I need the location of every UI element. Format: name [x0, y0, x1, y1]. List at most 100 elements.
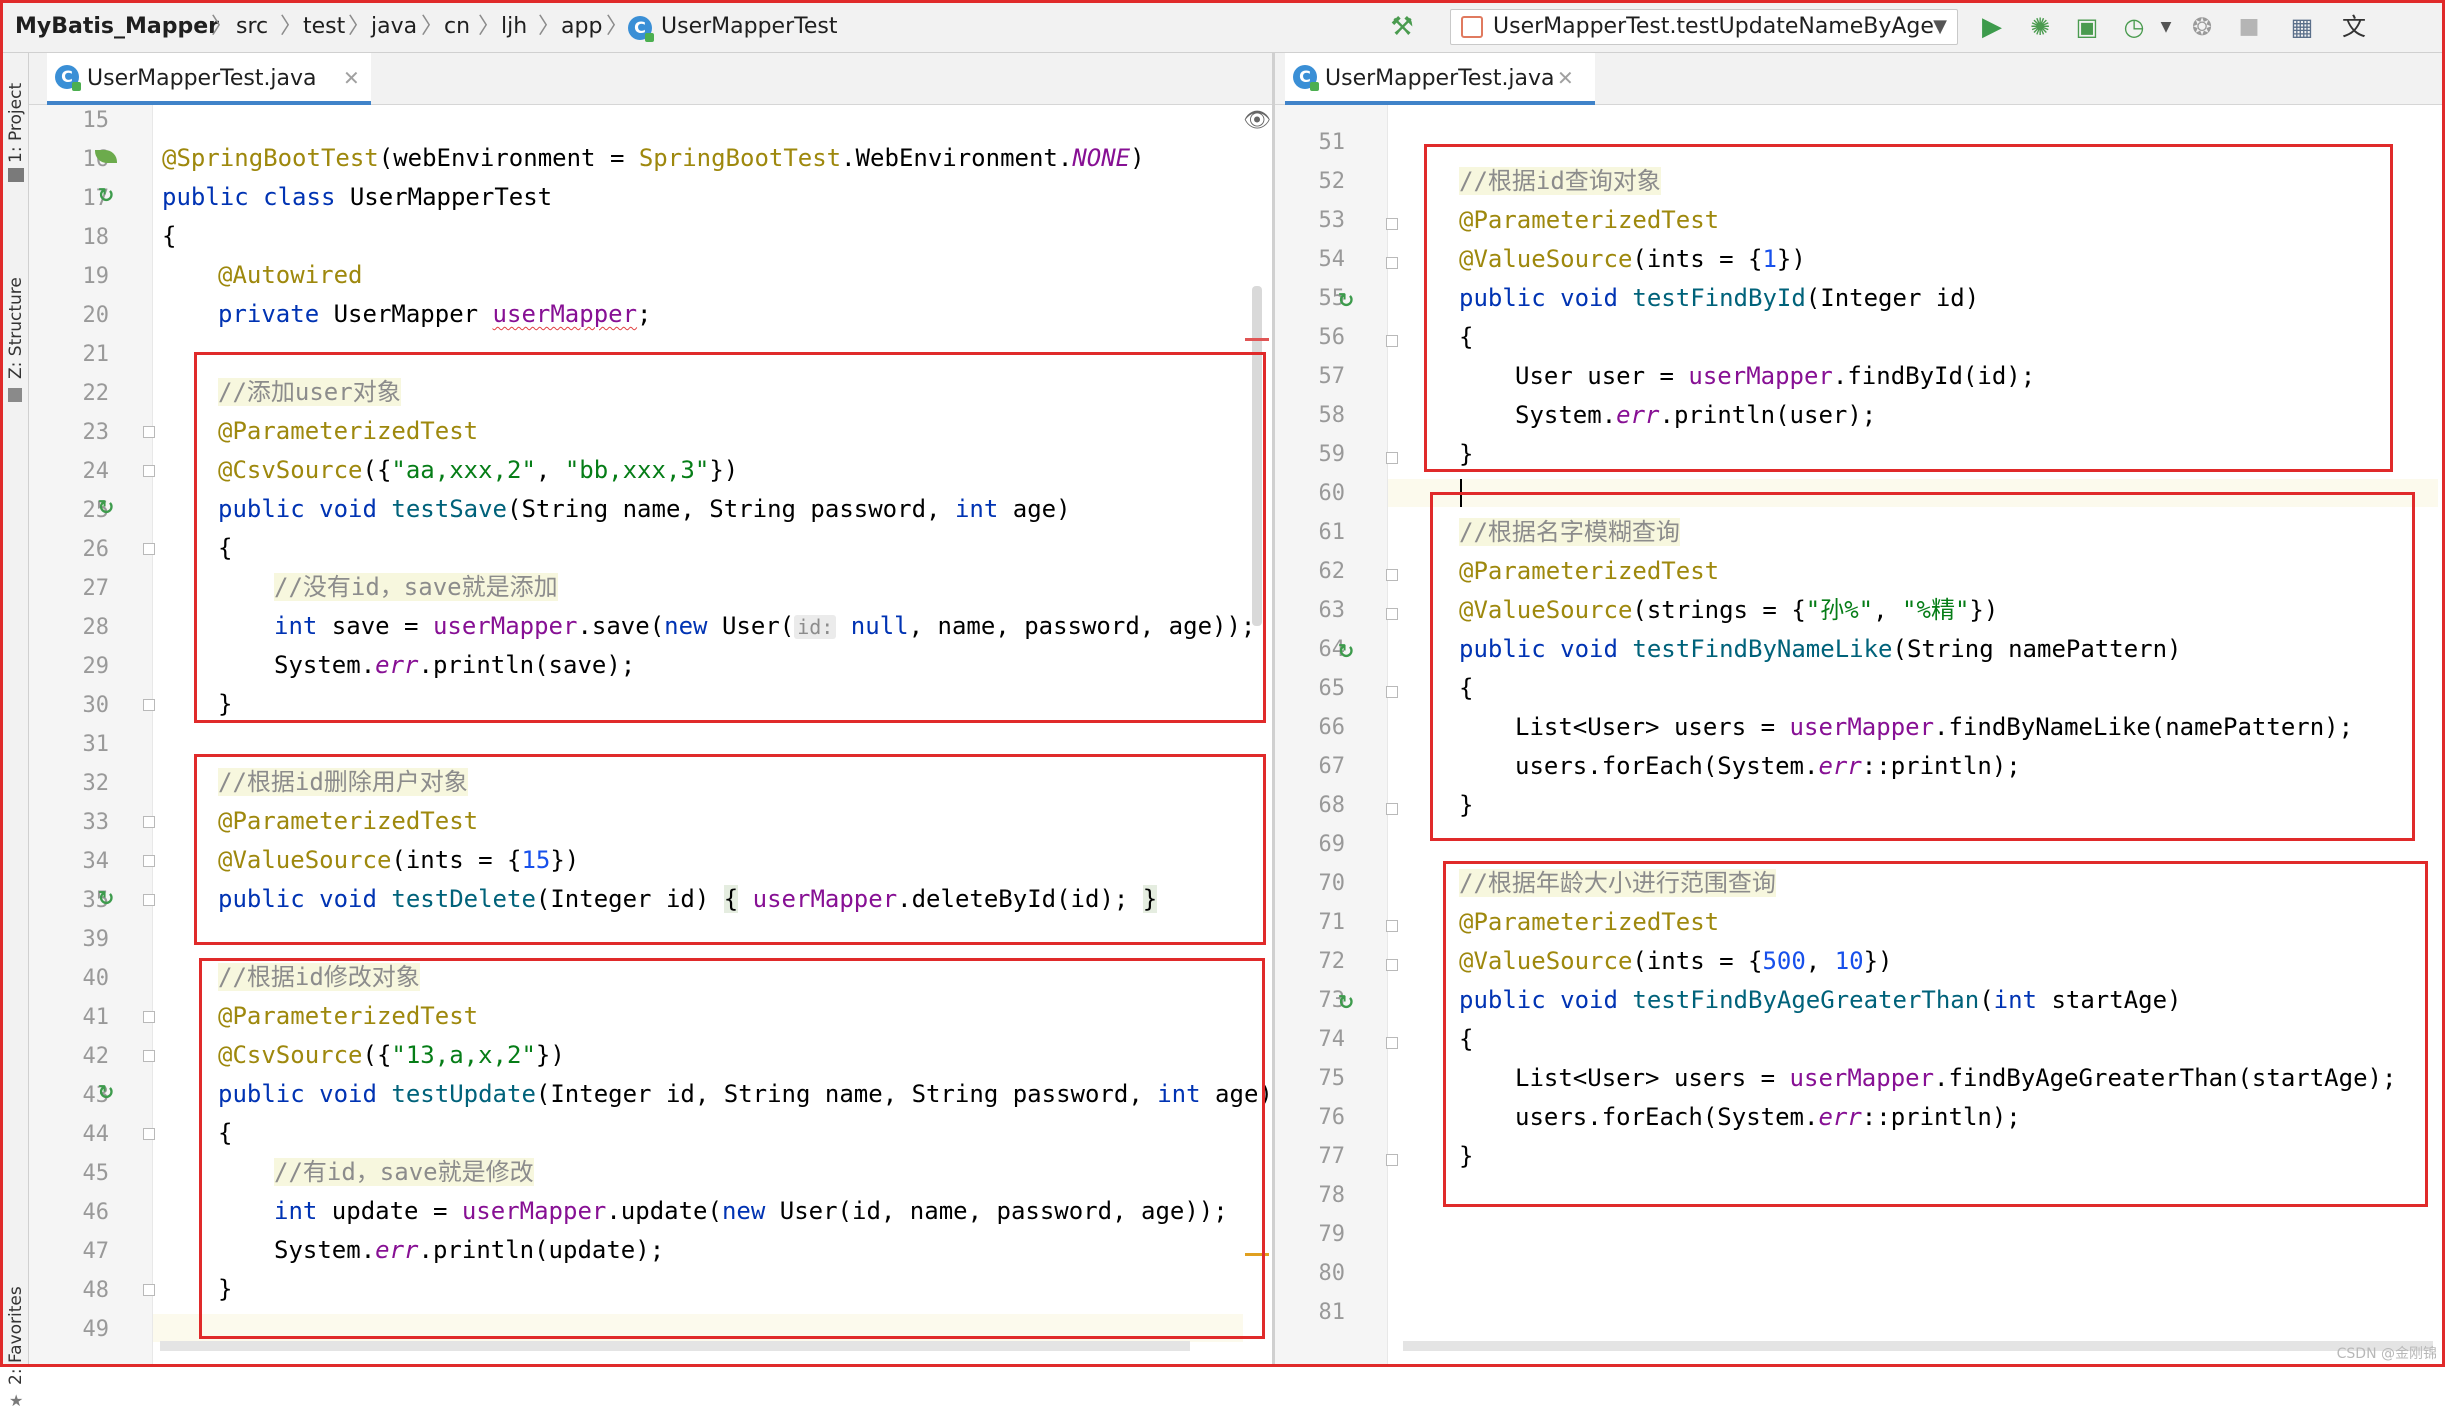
line-number: 55	[1318, 286, 1346, 311]
stop-icon[interactable]: ■	[2238, 14, 2260, 39]
reader-mode-eye-icon[interactable]: 👁	[1243, 108, 1271, 133]
run-icon[interactable]: ▶	[1982, 12, 2002, 42]
code-line-67: users.forEach(System.err::println);	[1515, 752, 2021, 780]
line-number: 52	[1318, 169, 1346, 194]
line-number: 22	[82, 381, 110, 406]
fold-marker-icon[interactable]	[143, 816, 155, 828]
folder-icon	[8, 168, 24, 182]
fold-marker-icon[interactable]	[1386, 569, 1398, 581]
left-vertical-scrollbar[interactable]	[1252, 286, 1262, 626]
fold-marker-icon[interactable]	[1386, 335, 1398, 347]
fold-marker-icon[interactable]	[1386, 452, 1398, 464]
line-number: 78	[1318, 1183, 1346, 1208]
breadcrumb-test[interactable]: test	[303, 14, 346, 39]
structure-icon	[8, 388, 22, 402]
test-config-icon	[1461, 16, 1483, 38]
line-number: 34	[82, 849, 110, 874]
breadcrumb-src[interactable]: src	[236, 14, 269, 39]
fold-marker-icon[interactable]	[1386, 1154, 1398, 1166]
run-gutter-icon[interactable]: ↻	[1337, 639, 1355, 663]
fold-marker-icon[interactable]	[1386, 686, 1398, 698]
run-gutter-icon[interactable]: ↻	[97, 886, 115, 910]
line-number: 30	[82, 693, 110, 718]
favorites-tool-tab[interactable]: 2: Favorites	[6, 1286, 26, 1385]
code-line-77: }	[1459, 1142, 1474, 1170]
fold-marker-icon[interactable]	[143, 894, 155, 906]
run-configuration-selector[interactable]: UserMapperTest.testUpdateNameByAge ▼	[1450, 9, 1958, 45]
left-horizontal-scrollbar[interactable]	[160, 1341, 1190, 1351]
breadcrumb-separator: 〉	[211, 14, 234, 39]
fold-marker-icon[interactable]	[143, 699, 155, 711]
build-hammer-icon[interactable]: ⚒	[1390, 12, 1414, 42]
line-number: 75	[1318, 1066, 1346, 1091]
line-number: 23	[82, 420, 110, 445]
line-number: 58	[1318, 403, 1346, 428]
line-number: 20	[82, 303, 110, 328]
run-gutter-icon[interactable]: ↻	[97, 183, 115, 207]
spring-bean-icon[interactable]	[95, 150, 117, 163]
line-number: 51	[1318, 130, 1346, 155]
code-line-55: public void testFindById(Integer id)	[1459, 284, 1980, 312]
code-line-48: }	[218, 1275, 233, 1303]
profile-icon[interactable]: ◷	[2123, 13, 2145, 41]
fold-marker-icon[interactable]	[143, 1050, 155, 1062]
translate-icon[interactable]: 文	[2342, 13, 2366, 41]
project-structure-icon[interactable]: ▦	[2290, 13, 2314, 41]
line-number: 54	[1318, 247, 1346, 272]
attach-debugger-icon[interactable]: ❂	[2191, 13, 2213, 41]
code-line-54: @ValueSource(ints = {1})	[1459, 245, 1806, 273]
tab-usermappertest-left[interactable]: C UserMapperTest.java ✕	[47, 53, 371, 105]
warning-stripe-marker[interactable]	[1245, 1253, 1269, 1256]
fold-marker-icon[interactable]	[1386, 1037, 1398, 1049]
structure-tool-tab[interactable]: Z: Structure	[6, 277, 26, 379]
breadcrumb-cn[interactable]: cn	[444, 14, 471, 39]
line-number: 46	[82, 1200, 110, 1225]
code-line-59: }	[1459, 440, 1474, 468]
fold-marker-icon[interactable]	[1386, 920, 1398, 932]
breadcrumb-separator: 〉	[538, 14, 561, 39]
error-stripe-marker[interactable]	[1245, 338, 1269, 341]
code-line-72: @ValueSource(ints = {500, 10})	[1459, 947, 1893, 975]
breadcrumb-java[interactable]: java	[371, 14, 418, 39]
fold-marker-icon[interactable]	[143, 543, 155, 555]
breadcrumb-separator: 〉	[421, 14, 444, 39]
fold-marker-icon[interactable]	[143, 855, 155, 867]
fold-marker-icon[interactable]	[1386, 608, 1398, 620]
close-icon[interactable]: ✕	[343, 66, 360, 90]
line-number: 49	[82, 1317, 110, 1342]
fold-marker-icon[interactable]	[1386, 803, 1398, 815]
code-line-70: //根据年龄大小进行范围查询	[1459, 869, 1776, 897]
run-gutter-icon[interactable]: ↻	[97, 495, 115, 519]
split-divider[interactable]	[1272, 53, 1275, 1364]
fold-marker-icon[interactable]	[143, 465, 155, 477]
code-line-75: List<User> users = userMapper.findByAgeG…	[1515, 1064, 2397, 1092]
code-line-33: @ParameterizedTest	[218, 807, 479, 835]
code-line-57: User user = userMapper.findById(id);	[1515, 362, 2036, 390]
fold-marker-icon[interactable]	[143, 426, 155, 438]
tab-usermappertest-right[interactable]: C UserMapperTest.java ✕	[1285, 53, 1595, 105]
parameter-hint: id:	[794, 615, 837, 639]
tab-label: UserMapperTest.java	[87, 66, 317, 91]
breadcrumb-ljh[interactable]: ljh	[501, 14, 528, 39]
fold-marker-icon[interactable]	[143, 1284, 155, 1296]
fold-marker-icon[interactable]	[143, 1128, 155, 1140]
breadcrumb-file[interactable]: UserMapperTest	[661, 14, 838, 39]
project-tool-tab[interactable]: 1: Project	[6, 82, 26, 163]
breadcrumb-project[interactable]: MyBatis_Mapper	[15, 14, 220, 39]
coverage-icon[interactable]: ▣	[2075, 13, 2099, 41]
debug-bug-icon[interactable]: ✺	[2029, 13, 2051, 41]
close-icon[interactable]: ✕	[1557, 66, 1574, 90]
fold-marker-icon[interactable]	[1386, 959, 1398, 971]
line-number: 74	[1318, 1027, 1346, 1052]
fold-marker-icon[interactable]	[1386, 218, 1398, 230]
breadcrumb-app[interactable]: app	[561, 14, 603, 39]
run-gutter-icon[interactable]: ↻	[1337, 990, 1355, 1014]
run-gutter-icon[interactable]: ↻	[1337, 288, 1355, 312]
fold-marker-icon[interactable]	[1386, 257, 1398, 269]
run-gutter-icon[interactable]: ↻	[97, 1080, 115, 1104]
code-line-28: int save = userMapper.save(new User(id: …	[274, 612, 1256, 640]
code-line-26: {	[218, 534, 233, 562]
right-horizontal-scrollbar[interactable]	[1403, 1341, 2433, 1351]
chevron-down-icon[interactable]: ▼	[2160, 19, 2172, 35]
fold-marker-icon[interactable]	[143, 1011, 155, 1023]
